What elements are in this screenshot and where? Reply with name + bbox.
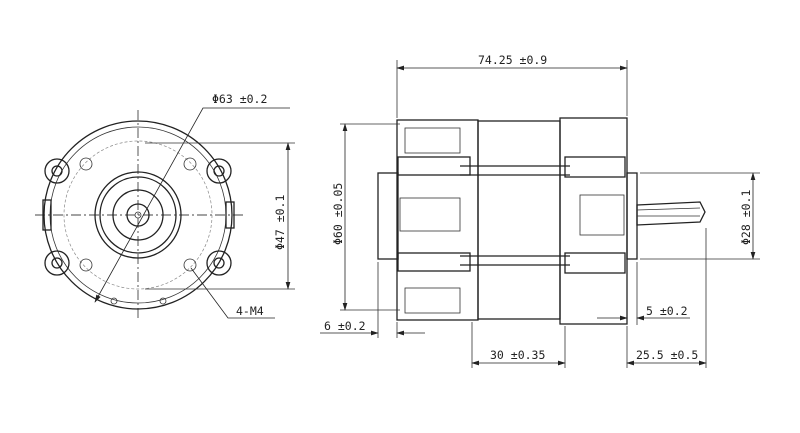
- housing-outline: [43, 120, 233, 310]
- dim-mount-holes: 4-M4: [236, 304, 264, 318]
- side-view: 74.25 ±0.9 Φ60 ±0.05 Φ28 ±0.1 6 ±0.2 30 …: [320, 53, 760, 368]
- rear-housing: [396, 119, 479, 321]
- front-housing: [559, 117, 628, 325]
- dim-overall-length: 74.25 ±0.9: [478, 53, 547, 67]
- dim-body-diameter: Φ60 ±0.05: [331, 183, 345, 245]
- front-boss: [626, 172, 638, 260]
- dim-mount-circle: Φ47 ±0.1: [273, 195, 287, 250]
- m4-holes: [79, 157, 197, 272]
- dim-outer-diameter: Φ63 ±0.2: [212, 92, 267, 106]
- dim-shaft-length: 25.5 ±0.5: [636, 348, 698, 362]
- dim-rear-boss: 6 ±0.2: [324, 319, 366, 333]
- shaft: [636, 201, 706, 226]
- dim-boss-diameter: Φ28 ±0.1: [739, 190, 753, 245]
- dim-front-boss: 5 ±0.2: [646, 304, 688, 318]
- mounting-ears: [44, 158, 232, 276]
- dim-stator-length: 30 ±0.35: [490, 348, 545, 362]
- rear-boss: [377, 172, 399, 260]
- front-view: Φ63 ±0.2 Φ47 ±0.1 4-M4: [35, 92, 295, 320]
- stator: [477, 120, 561, 320]
